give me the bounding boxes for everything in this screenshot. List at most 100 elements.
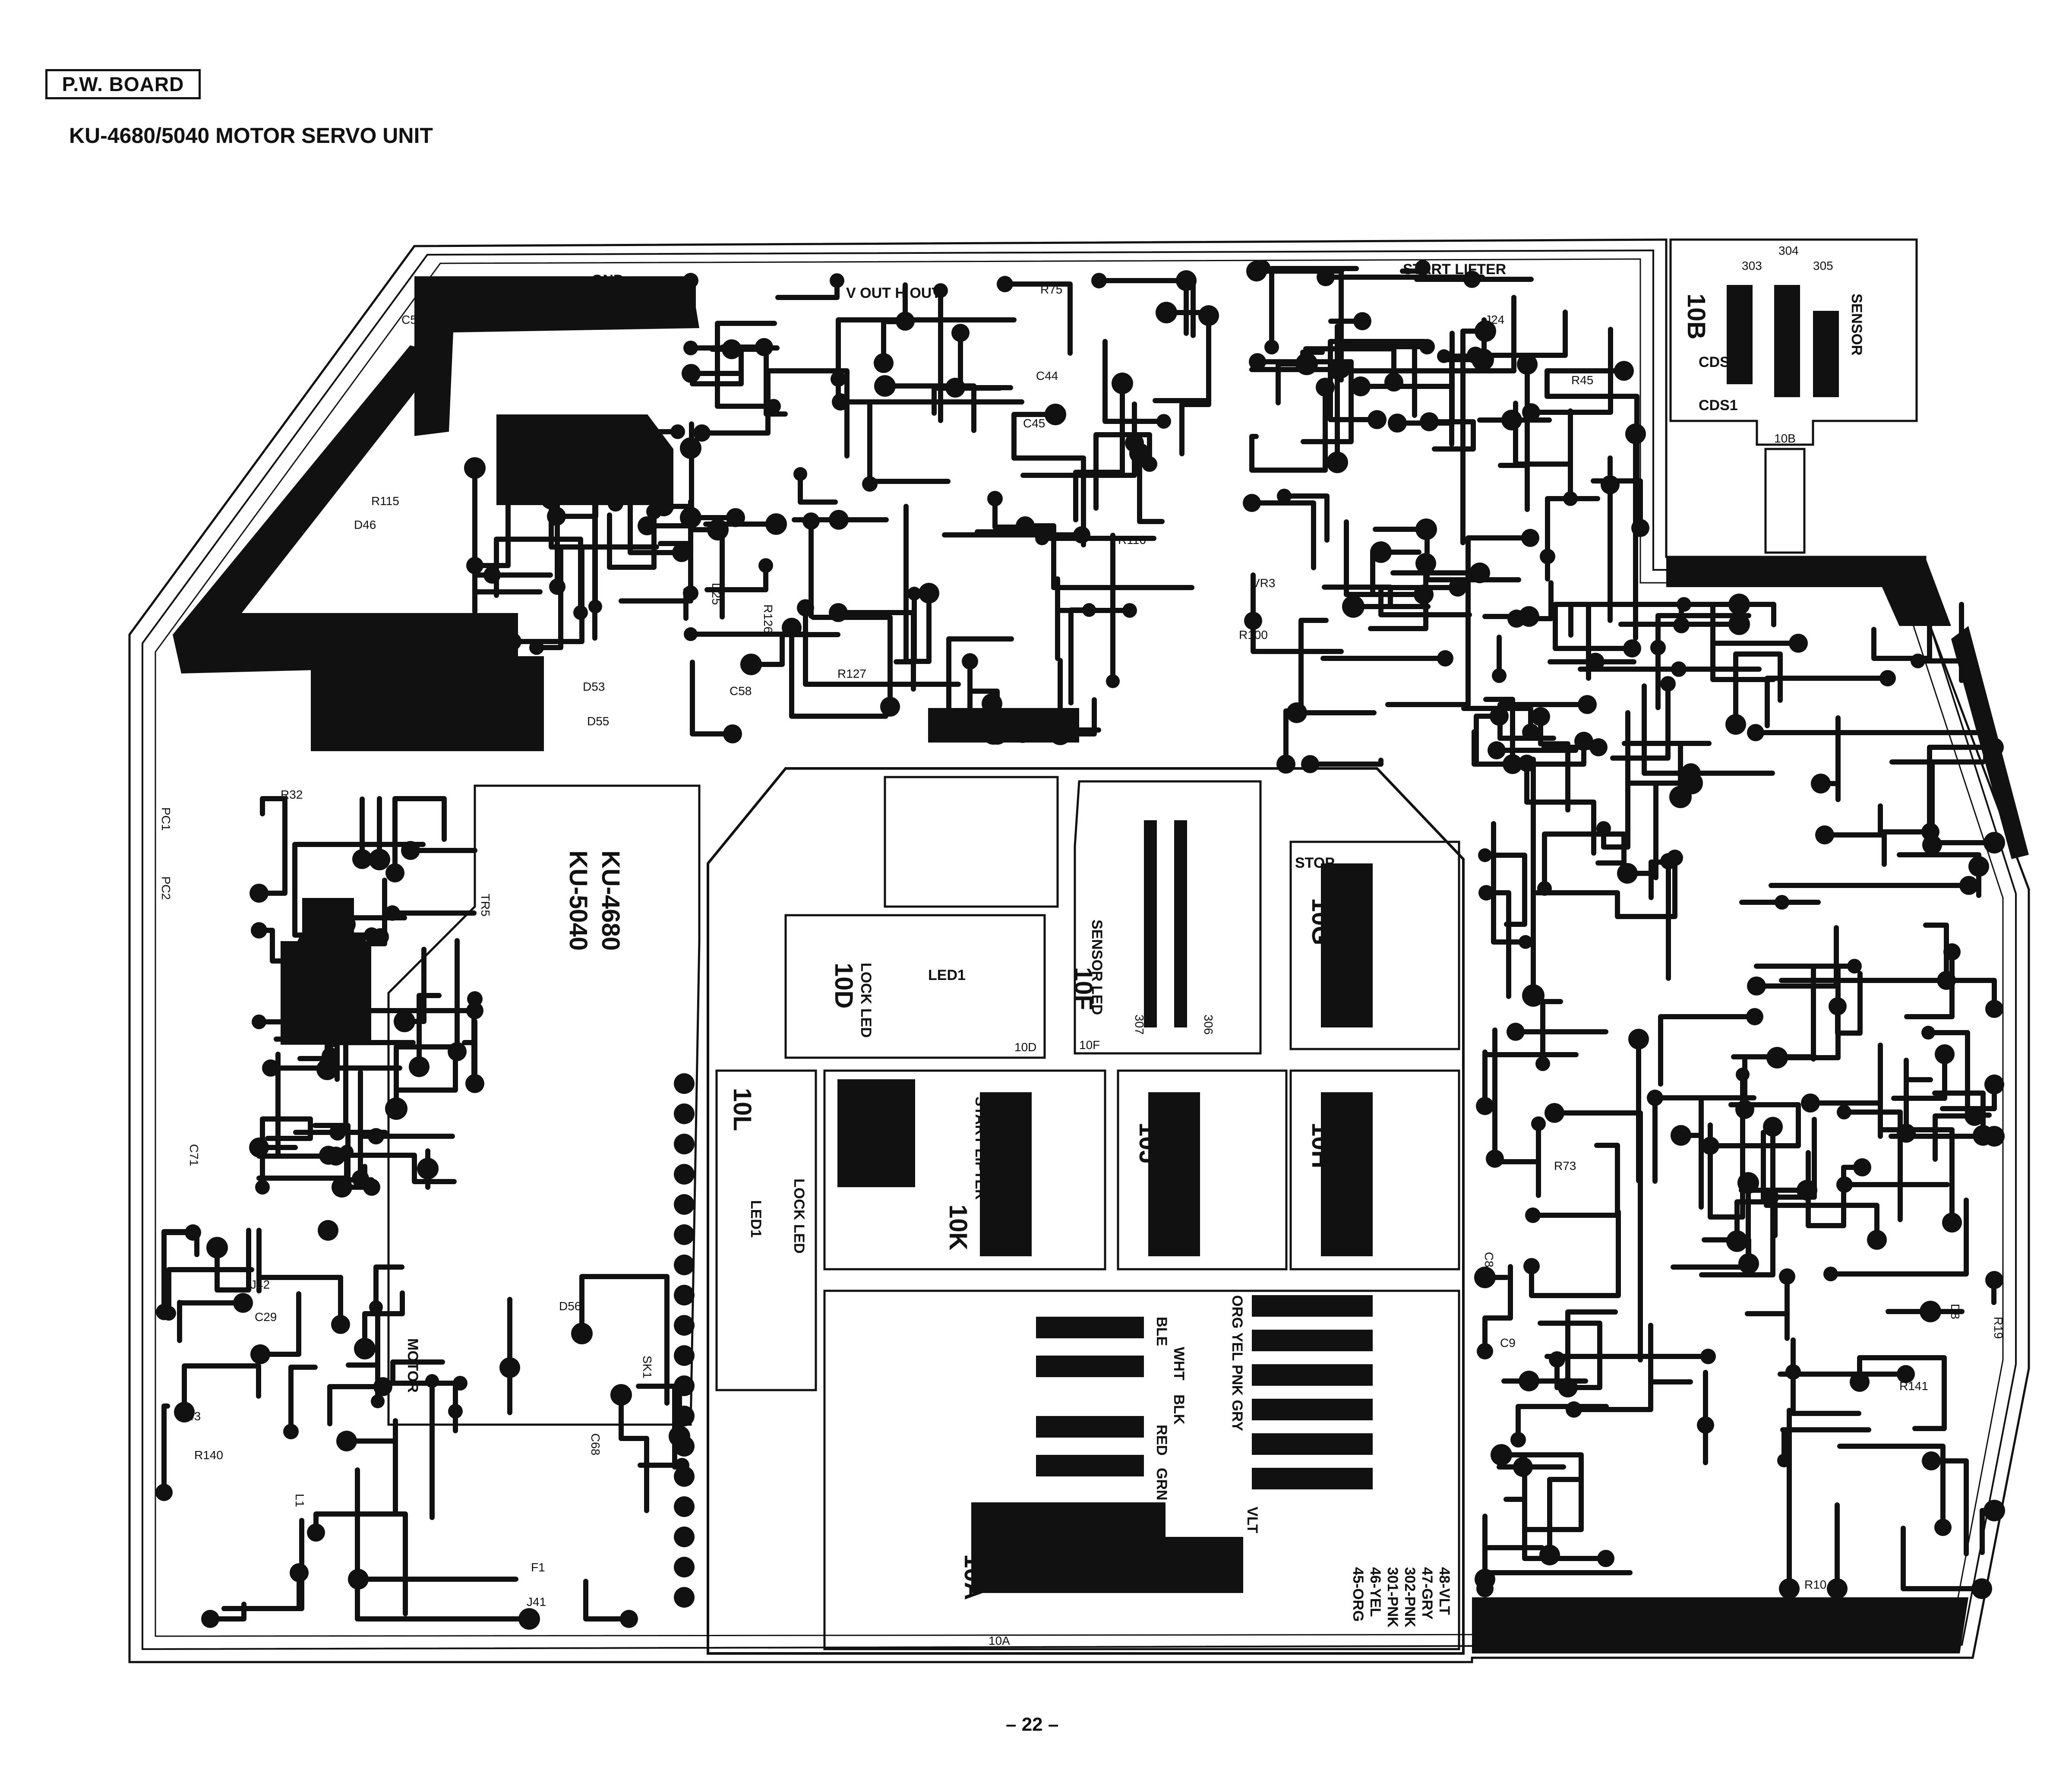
solder-pad (684, 627, 698, 641)
pcb-trace (968, 689, 1000, 736)
solder-pad (518, 1608, 540, 1630)
solder-pad (1156, 414, 1171, 429)
pcb-trace (1427, 419, 1476, 452)
solder-pad (674, 1285, 695, 1305)
pcb-trace (1499, 1452, 1584, 1532)
board-outline-inner2 (155, 258, 2004, 1637)
solder-pad (1563, 491, 1578, 506)
section-10g: 10G (1307, 898, 1335, 945)
connector-bar-10 (1252, 1468, 1373, 1489)
pcb-trace (607, 509, 657, 570)
wire-legend: 48-VLT 47-GRY 302-PNK 301-PNK 46-YEL 45-… (1350, 1567, 1453, 1628)
pcb-trace (1308, 758, 1383, 767)
wire-org-yel-pnk-gry: ORG YEL PNK GRY (1229, 1295, 1245, 1431)
section-10b: 10B (1682, 294, 1710, 339)
solder-pad (1617, 863, 1638, 884)
solder-pad (1667, 850, 1683, 866)
pcb-trace (362, 1290, 405, 1351)
solder-pad (951, 324, 970, 342)
solder-pad (674, 1345, 695, 1366)
pcb-trace (1542, 831, 1627, 891)
component-label: D53 (583, 680, 605, 693)
pcb-trace (1745, 1274, 1790, 1341)
pcb-trace (867, 402, 951, 487)
solder-pad (1540, 549, 1555, 564)
pcb-trace (394, 1044, 458, 1111)
solder-pad (1112, 373, 1133, 394)
solder-pad (1277, 489, 1292, 503)
connector-bar-1 (1036, 1317, 1144, 1338)
panel-10h (1289, 1069, 1460, 1271)
solder-pad (233, 1293, 253, 1313)
component-label: C63 (298, 645, 320, 659)
solder-pad (351, 936, 366, 951)
pcb-trace (1806, 1150, 1865, 1228)
solder-pad (1943, 943, 1961, 961)
solder-pad (1625, 424, 1646, 444)
solder-pad (1984, 1126, 2005, 1147)
pcb-trace (1491, 821, 1528, 945)
solder-pad (674, 1103, 695, 1124)
solder-pad (1264, 340, 1279, 354)
solder-pad (1469, 563, 1490, 583)
solder-pad (1317, 268, 1335, 286)
pcb-trace (1553, 602, 1635, 681)
solder-pad (465, 1074, 484, 1093)
solder-pad (674, 1194, 695, 1215)
connector-bar-9 (1252, 1433, 1373, 1455)
wire-grn: GRN (1153, 1468, 1170, 1501)
pcb-trace (1530, 1143, 1620, 1218)
sensor-label: SENSOR (1848, 294, 1865, 356)
panel-10j (1117, 1069, 1288, 1271)
wire-red: RED (1153, 1425, 1170, 1456)
solder-pad (1601, 475, 1620, 494)
pcb-trace (1923, 923, 1949, 983)
solder-pad (1156, 302, 1177, 323)
wire-blk: BLK (1171, 1394, 1187, 1425)
pcb-trace (1857, 1355, 1947, 1431)
solder-pad (683, 341, 698, 355)
solder-pad (1746, 1008, 1763, 1025)
pin-305: 305 (1813, 259, 1833, 272)
panel-10g (1289, 841, 1460, 1050)
component-label: C58 (730, 684, 752, 698)
solder-pad (573, 605, 588, 620)
solder-pad (1474, 1267, 1496, 1288)
solder-pad (1985, 1271, 2003, 1289)
solder-pad (831, 371, 846, 387)
solder-pad (588, 600, 602, 613)
pcb-trace (1933, 1113, 1977, 1162)
pcb-trace (775, 278, 840, 300)
switch-pad-10k (980, 1092, 1032, 1256)
solder-pad (483, 566, 501, 584)
sensor-tab-connector (1764, 448, 1806, 554)
solder-pad (1984, 832, 2005, 853)
solder-pad (862, 476, 878, 492)
pcb-trace (1837, 1444, 1946, 1530)
pcb-trace (256, 1019, 416, 1082)
solder-pad (453, 1376, 467, 1391)
legend-item: 47-GRY (1419, 1567, 1435, 1620)
pcb-trace (1671, 1180, 1751, 1270)
pcb-trace (591, 429, 680, 443)
pcb-trace (1249, 385, 1328, 473)
solder-pad (401, 841, 420, 860)
solder-pad (529, 640, 544, 655)
solder-pad (638, 516, 657, 535)
pcb-trace (1681, 602, 1776, 682)
solder-pad (1578, 695, 1597, 714)
pcb-trace (1336, 295, 1516, 373)
solder-pad (409, 1056, 430, 1077)
solder-pad (1384, 373, 1403, 392)
solder-pad (1488, 741, 1506, 759)
sensor-pad-1 (1727, 285, 1753, 384)
solder-pad (1779, 1578, 1800, 1599)
solder-pad (1737, 1172, 1759, 1194)
pcb-trace (1282, 493, 1330, 543)
solder-pad (1503, 754, 1522, 774)
solder-pad (1286, 702, 1307, 723)
pcb-trace (1932, 1090, 1986, 1138)
solder-pad (251, 922, 267, 939)
solder-pad (1073, 526, 1090, 544)
wire-wht: WHT (1171, 1347, 1187, 1381)
